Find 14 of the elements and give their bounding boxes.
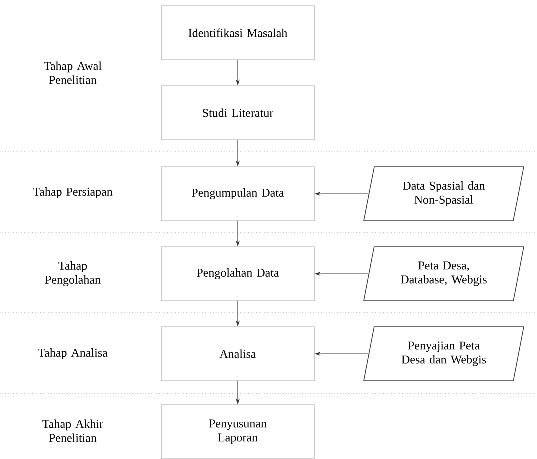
- data-parallelogram: Data Spasial dan Non-Spasial: [364, 166, 524, 222]
- process-box: Studi Literatur: [161, 86, 315, 140]
- process-box: Analisa: [161, 326, 315, 382]
- data-parallelogram: Penyajian Peta Desa dan Webgis: [364, 326, 524, 382]
- process-box: Pengolahan Data: [161, 246, 315, 302]
- stage-label: Tahap Akhir Penelitian: [42, 420, 104, 442]
- process-box: Penyusunan Laporan: [161, 404, 315, 459]
- stage-label: Tahap Awal Penelitian: [44, 62, 102, 84]
- process-box: Identifikasi Masalah: [161, 6, 315, 60]
- stage-label: Tahap Analisa: [38, 348, 108, 360]
- data-parallelogram: Peta Desa, Database, Webgis: [364, 246, 524, 302]
- stage-label: Tahap Persiapan: [33, 188, 113, 198]
- stage-label: Tahap Pengolahan: [45, 262, 101, 286]
- process-box: Pengumpulan Data: [161, 166, 315, 222]
